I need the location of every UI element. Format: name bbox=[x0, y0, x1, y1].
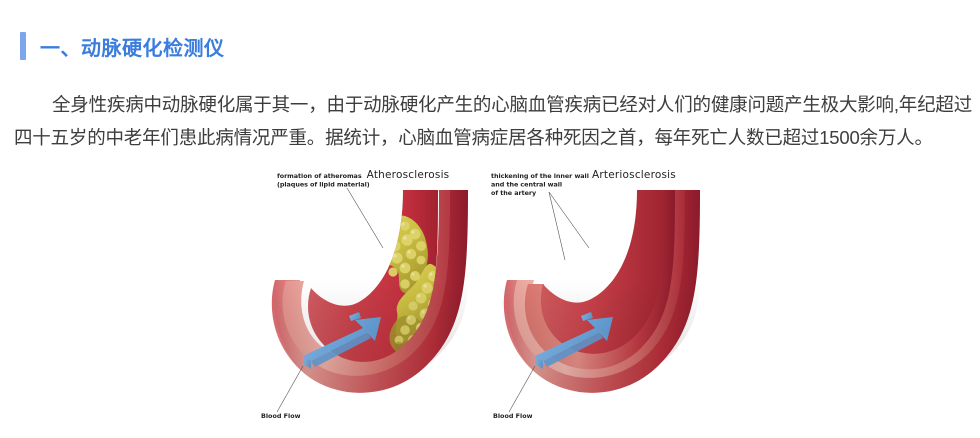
right-callout-line1: thickening of the inner wall bbox=[491, 172, 589, 180]
blood-flow-arrow-right bbox=[535, 312, 613, 369]
right-callout-line3: of the artery bbox=[491, 189, 537, 197]
blood-flow-arrow-left bbox=[303, 312, 381, 369]
left-blood-flow-label: Blood Flow bbox=[261, 412, 301, 420]
left-callout-line1: formation of atheromas bbox=[277, 172, 362, 180]
left-diagram-title: Atherosclerosis bbox=[367, 169, 450, 181]
atherosclerosis-diagram: Atherosclerosis formation of atheromas (… bbox=[261, 169, 468, 420]
right-callout-line2: and the central wall bbox=[491, 181, 562, 189]
section-heading: 一、动脉硬化检测仪 bbox=[20, 30, 225, 62]
body-paragraph: 全身性疾病中动脉硬化属于其一，由于动脉硬化产生的心脑血管疾病已经对人们的健康问题… bbox=[14, 94, 972, 148]
artery-diagram-svg: Atherosclerosis formation of atheromas (… bbox=[261, 169, 700, 420]
callout-leader-right-a bbox=[548, 191, 590, 249]
artery-comparison-illustration: Atherosclerosis formation of atheromas (… bbox=[255, 160, 705, 438]
callout-leader-right-b bbox=[548, 191, 566, 261]
right-diagram-title: Arteriosclerosis bbox=[592, 169, 676, 181]
flow-leader-left bbox=[276, 365, 304, 413]
flow-leader-right bbox=[508, 365, 536, 413]
right-blood-flow-label: Blood Flow bbox=[493, 412, 533, 420]
heading-accent-bar bbox=[20, 32, 26, 60]
page-title: 一、动脉硬化检测仪 bbox=[40, 37, 225, 60]
left-callout-line2: (plaques of lipid material) bbox=[277, 181, 370, 189]
arteriosclerosis-diagram: Arteriosclerosis thickening of the inner… bbox=[491, 169, 700, 420]
callout-leader-left bbox=[346, 187, 384, 249]
